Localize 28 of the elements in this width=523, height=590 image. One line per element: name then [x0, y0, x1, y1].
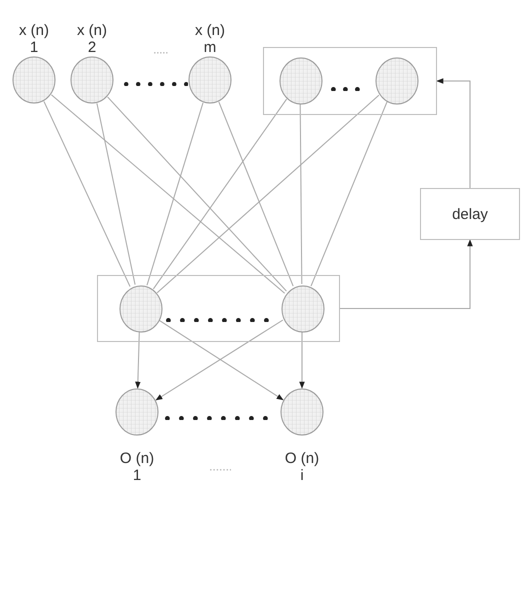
node-label: O (n) — [284, 450, 320, 467]
connection-line — [152, 98, 288, 290]
connection-line — [218, 101, 294, 287]
connection-line — [146, 102, 204, 286]
connection-line — [96, 102, 136, 286]
process-box — [420, 188, 520, 240]
connection-line — [156, 94, 380, 294]
node-label: i — [300, 467, 304, 484]
node-label: 1 — [30, 39, 38, 56]
node-label: 2 — [88, 39, 96, 56]
layer-box — [263, 47, 437, 115]
connection-line — [310, 101, 388, 287]
node-label: O (n) — [120, 450, 154, 467]
node-label: x (n) — [77, 22, 107, 39]
connection-line — [50, 94, 286, 294]
node-label: m — [204, 39, 216, 56]
node-label: delay — [452, 206, 488, 222]
arrow — [135, 332, 141, 389]
layer-box — [97, 275, 340, 342]
arrow — [340, 239, 473, 309]
node-label: 1 — [132, 467, 142, 484]
connection-line — [107, 96, 287, 292]
connection-line — [43, 100, 131, 288]
node-label: x (n) — [19, 22, 49, 39]
node-label: x (n) — [195, 22, 225, 39]
connection-line — [300, 104, 302, 284]
arrow — [299, 332, 305, 389]
arrow — [436, 78, 470, 188]
